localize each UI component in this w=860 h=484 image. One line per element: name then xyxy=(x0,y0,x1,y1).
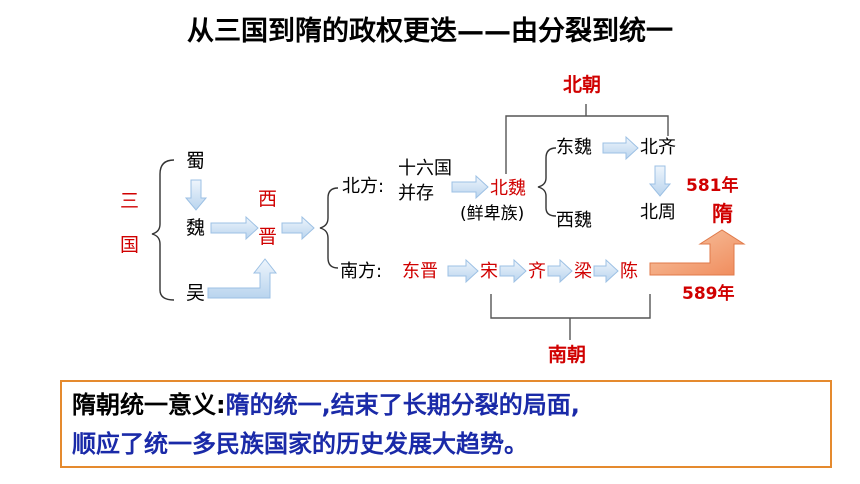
year-581: 581年 xyxy=(686,176,739,196)
north-label: 北方: xyxy=(342,176,385,197)
significance-body-2: 顺应了统一多民族国家的历史发展大趋势。 xyxy=(72,430,528,458)
three-kingdoms-label-2: 国 xyxy=(120,234,140,256)
arrow-song-to-qi xyxy=(499,258,527,284)
western-wei: 西魏 xyxy=(556,210,592,231)
eastern-wei: 东魏 xyxy=(556,137,592,158)
southern-dynasty-eastern-jin: 东晋 xyxy=(402,261,438,282)
south-label: 南方: xyxy=(340,261,383,282)
sixteen-kingdoms: 十六国 xyxy=(398,158,452,179)
arrow-eastern-jin-to-song xyxy=(447,258,479,284)
arrow-northern-qi-to-northern-zhou xyxy=(648,165,672,197)
significance-body-1: 隋的统一,结束了长期分裂的局面, xyxy=(225,391,580,419)
arrow-qi-to-liang xyxy=(547,258,573,284)
xianbei-note: (鲜卑族) xyxy=(460,204,525,224)
arrow-liang-to-chen xyxy=(593,258,619,284)
northern-qi: 北齐 xyxy=(640,137,676,158)
northern-wei: 北魏 xyxy=(490,178,526,199)
jin-split-brace xyxy=(319,187,339,269)
kingdom-wei: 魏 xyxy=(186,217,206,239)
southern-dynasties-bracket xyxy=(490,294,651,319)
wei-split-brace xyxy=(537,147,557,217)
year-589: 589年 xyxy=(682,284,735,304)
three-kingdoms-brace xyxy=(151,159,175,301)
northern-dynasties-label: 北朝 xyxy=(563,74,602,96)
northern-dynasties-bracket xyxy=(505,115,669,174)
three-kingdoms-label-1: 三 xyxy=(120,190,140,212)
unification-significance-box: 隋朝统一意义:隋的统一,结束了长期分裂的局面, 顺应了统一多民族国家的历史发展大… xyxy=(60,380,832,468)
significance-lead: 隋朝统一意义: xyxy=(72,391,226,419)
significance-line-1: 隋朝统一意义:隋的统一,结束了长期分裂的局面, xyxy=(72,393,580,417)
arrow-eastern-wei-to-northern-qi xyxy=(602,135,639,161)
western-jin-label-2: 晋 xyxy=(258,226,278,248)
arrow-sixteen-to-northern-wei xyxy=(451,174,489,200)
kingdom-shu: 蜀 xyxy=(186,150,206,172)
sixteen-kingdoms-coexist: 并存 xyxy=(398,183,434,204)
arrow-wu-to-jin xyxy=(207,258,278,299)
southern-dynasty-song: 宋 xyxy=(480,261,498,282)
arrow-shu-to-wei xyxy=(184,179,208,211)
page-title: 从三国到隋的政权更迭——由分裂到统一 xyxy=(187,16,673,47)
kingdom-wu: 吴 xyxy=(186,282,206,304)
northern-zhou: 北周 xyxy=(640,202,676,223)
arrow-wei-to-jin xyxy=(210,215,259,241)
sui-dynasty: 隋 xyxy=(712,202,733,226)
southern-dynasty-qi: 齐 xyxy=(528,261,546,282)
southern-dynasty-liang: 梁 xyxy=(574,261,592,282)
western-jin-label-1: 西 xyxy=(258,188,278,210)
arrow-jin-split xyxy=(281,215,315,241)
arrow-chen-to-sui xyxy=(649,229,746,276)
southern-dynasties-label: 南朝 xyxy=(548,344,587,366)
southern-dynasty-chen: 陈 xyxy=(620,261,638,282)
